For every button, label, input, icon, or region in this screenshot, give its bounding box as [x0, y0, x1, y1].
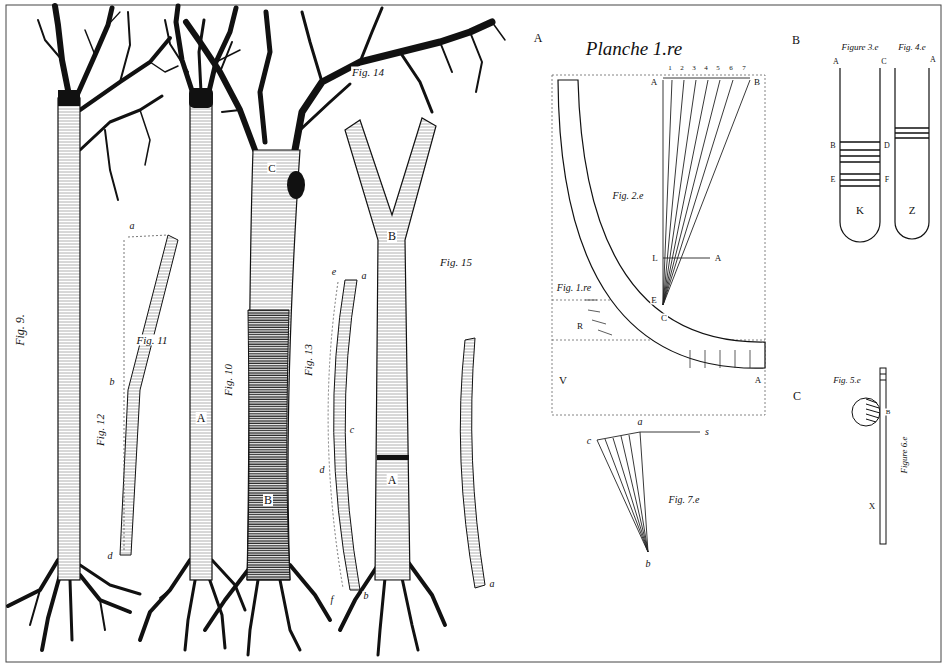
- point-letter: c: [349, 425, 355, 435]
- tree-fig9: [8, 6, 178, 650]
- point-letter: R: [576, 322, 584, 331]
- plate-border: [6, 5, 941, 662]
- dotted-guide: [328, 282, 343, 588]
- scale-number: 7: [741, 65, 747, 72]
- trunk-knot: [58, 90, 80, 106]
- rod-mark: [880, 374, 886, 380]
- part-letter: B: [263, 494, 273, 506]
- point-letter: a: [129, 221, 136, 231]
- section-hatch: [866, 399, 880, 422]
- tube-bands: [840, 142, 880, 186]
- point-letter: s: [704, 427, 710, 437]
- test-tube: [895, 68, 929, 239]
- part-letter: A: [196, 412, 207, 424]
- part-letter: A: [387, 474, 398, 486]
- point-letter: d: [319, 465, 326, 475]
- point-letter: E: [650, 296, 658, 305]
- beam-divisions: [585, 300, 750, 368]
- point-letter: D: [883, 142, 891, 150]
- figure-label: Fig. 9.: [14, 313, 26, 347]
- panel-letter: A: [533, 32, 544, 44]
- trunk: [190, 102, 212, 580]
- figure-label: Fig. 1.re: [556, 283, 592, 293]
- point-letter: C: [660, 314, 668, 323]
- scale-number: 2: [679, 65, 685, 72]
- wood-strip: [460, 338, 485, 588]
- point-letter: B: [753, 78, 761, 87]
- point-letter: C: [880, 58, 887, 66]
- point-letter: B: [885, 409, 892, 416]
- bent-beam: [558, 80, 765, 368]
- part-letter: K: [855, 205, 865, 216]
- triangle-figure: [597, 432, 700, 552]
- part-letter: C: [267, 163, 276, 174]
- trunk: [247, 150, 300, 580]
- figure-label: Fig. 7.e: [668, 495, 701, 505]
- point-letter: c: [586, 436, 592, 446]
- tree-fig11: [140, 6, 245, 650]
- point-letter: b: [363, 591, 370, 601]
- figure-label: Fig. 14: [351, 67, 385, 78]
- wood-strip: [120, 235, 178, 555]
- point-letter: A: [754, 376, 763, 385]
- scale-number: 3: [691, 65, 697, 72]
- trunk-mark: [377, 455, 409, 460]
- trunk: [58, 98, 80, 580]
- point-letter: V: [558, 375, 568, 386]
- scale-number: 4: [703, 65, 709, 72]
- point-letter: b: [109, 377, 116, 387]
- figure-label: Fig. 15: [439, 257, 473, 268]
- part-letter: Z: [908, 205, 917, 216]
- point-letter: E: [830, 176, 837, 184]
- point-letter: X: [868, 502, 877, 511]
- figure-label: Fig. 12: [95, 413, 106, 447]
- figure-label: Fig. 5.e: [832, 376, 862, 385]
- figure-label: Figure 3.e: [840, 43, 879, 52]
- figure-label: Fig. 4.e: [897, 43, 927, 52]
- point-letter: a: [637, 417, 644, 427]
- panel-letter: C: [792, 390, 802, 402]
- point-letter: B: [829, 142, 836, 150]
- panel-letter: B: [791, 34, 801, 46]
- dotted-guide: [124, 235, 168, 552]
- test-tube: [840, 68, 880, 242]
- point-letter: F: [884, 176, 890, 184]
- section-circle: [852, 398, 880, 426]
- point-letter: b: [645, 559, 652, 569]
- point-letter: A: [929, 56, 937, 64]
- trunk-knot: [189, 88, 213, 108]
- figure-label: Fig. 10: [223, 363, 234, 397]
- figure-label: Fig. 2.e: [612, 191, 645, 201]
- tube-bands: [895, 128, 929, 138]
- part-letter: B: [387, 230, 397, 242]
- point-letter: A: [650, 78, 659, 87]
- scale-number: 1: [667, 65, 673, 72]
- point-letter: A: [832, 58, 840, 66]
- point-letter: e: [331, 267, 337, 277]
- plate-title: Planche 1.re: [585, 39, 683, 58]
- scale-number: 6: [728, 65, 734, 72]
- point-letter: L: [651, 254, 659, 263]
- trunk-knot: [287, 171, 305, 199]
- tree-fig10: [186, 8, 505, 655]
- point-letter: f: [330, 595, 335, 605]
- wood-strip: [334, 280, 360, 590]
- dotted-frame: [552, 75, 765, 415]
- point-letter: A: [714, 254, 723, 263]
- point-letter: a: [489, 579, 496, 589]
- trunk-dark-band: [247, 310, 290, 580]
- figure-label: Figure 6.e: [900, 435, 909, 474]
- figure-label: Fig. 11: [136, 335, 169, 346]
- figure-label: Fig. 13: [303, 343, 314, 377]
- forked-trunk: [345, 118, 436, 580]
- fan-lines: [663, 78, 750, 305]
- point-letter: d: [107, 551, 114, 561]
- scale-number: 5: [715, 65, 721, 72]
- point-letter: a: [361, 271, 368, 281]
- rod: [880, 368, 886, 544]
